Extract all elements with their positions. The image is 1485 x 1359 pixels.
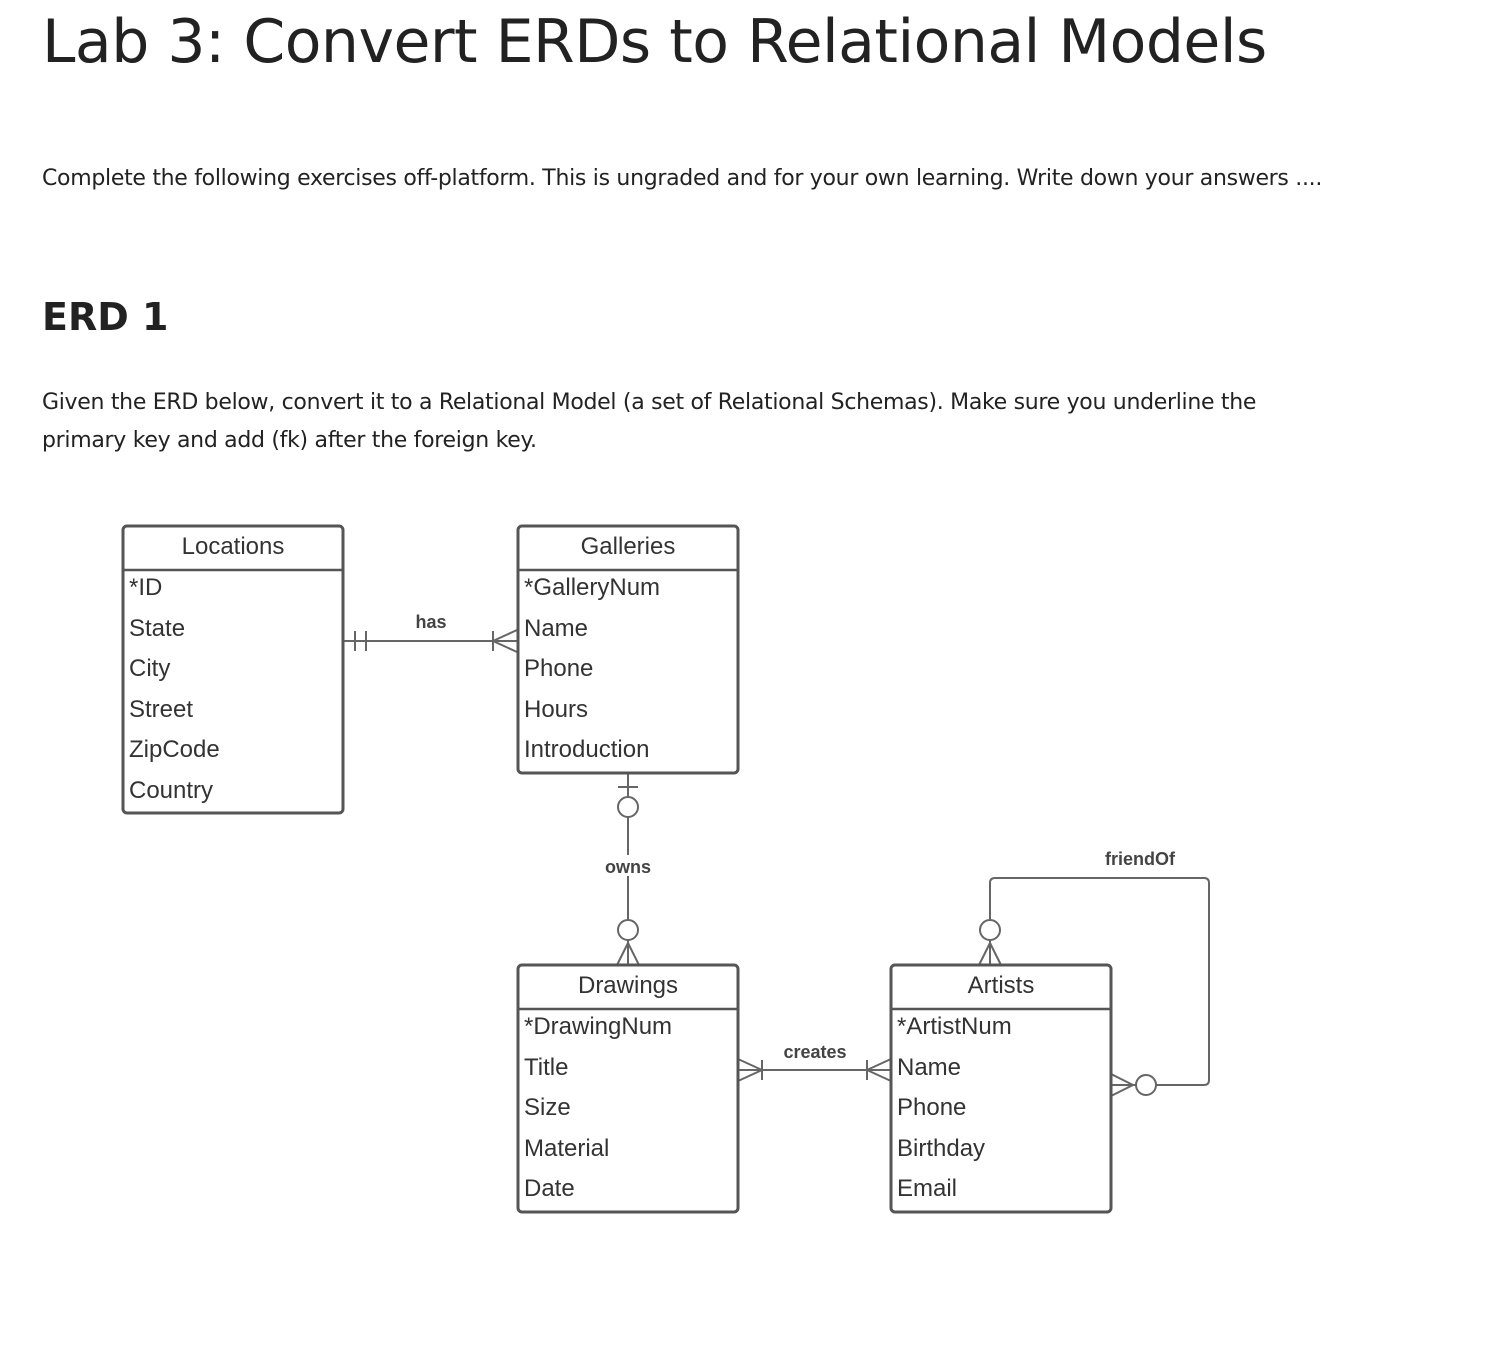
- entity-attribute: Material: [524, 1135, 609, 1162]
- entity-galleries: Galleries *GalleryNum Name Phone Hours I…: [516, 524, 740, 775]
- relationship-label-has: has: [415, 612, 446, 632]
- entity-attribute: Hours: [524, 696, 588, 723]
- entity-artists: Artists *ArtistNum Name Phone Birthday E…: [889, 963, 1113, 1214]
- entity-attribute: Size: [524, 1094, 571, 1121]
- entity-locations: Locations *ID State City Street ZipCode …: [121, 524, 345, 815]
- entity-attribute: City: [129, 655, 170, 682]
- entity-attribute: Date: [524, 1175, 575, 1202]
- entity-attribute: ZipCode: [129, 736, 220, 763]
- entity-attribute: *ArtistNum: [897, 1013, 1012, 1040]
- entity-attribute: *ID: [129, 574, 162, 601]
- relationship-has: has: [343, 612, 518, 653]
- section-heading: ERD 1: [42, 295, 169, 339]
- entity-attribute: Name: [524, 615, 588, 642]
- entity-title: Artists: [968, 972, 1035, 999]
- entity-attribute: Birthday: [897, 1135, 985, 1162]
- entity-attribute: Street: [129, 696, 193, 723]
- relationship-label-creates: creates: [783, 1042, 846, 1062]
- instructions-text: Given the ERD below, convert it to a Rel…: [42, 390, 1257, 453]
- relationship-label-friendof: friendOf: [1105, 849, 1176, 869]
- entity-title: Drawings: [578, 972, 678, 999]
- entity-attribute: Phone: [897, 1094, 966, 1121]
- intro-text: Complete the following exercises off-pla…: [42, 166, 1323, 191]
- entity-attribute: Name: [897, 1054, 961, 1081]
- entity-attribute: Title: [524, 1054, 568, 1081]
- entity-attribute: State: [129, 615, 185, 642]
- relationship-friendof: friendOf: [978, 849, 1210, 1097]
- page-title: Lab 3: Convert ERDs to Relational Models: [42, 7, 1267, 77]
- entity-title: Locations: [182, 533, 285, 560]
- entity-attribute: Introduction: [524, 736, 649, 763]
- relationship-owns: owns: [605, 773, 651, 966]
- entity-attribute: Phone: [524, 655, 593, 682]
- entity-attribute: Country: [129, 777, 213, 804]
- entity-attribute: *GalleryNum: [524, 574, 660, 601]
- entity-attribute: Email: [897, 1175, 957, 1202]
- entity-title: Galleries: [581, 533, 676, 560]
- entity-drawings: Drawings *DrawingNum Title Size Material…: [516, 963, 740, 1214]
- entity-attribute: *DrawingNum: [524, 1013, 672, 1040]
- relationship-creates: creates: [737, 1042, 892, 1082]
- relationship-label-owns: owns: [605, 857, 651, 877]
